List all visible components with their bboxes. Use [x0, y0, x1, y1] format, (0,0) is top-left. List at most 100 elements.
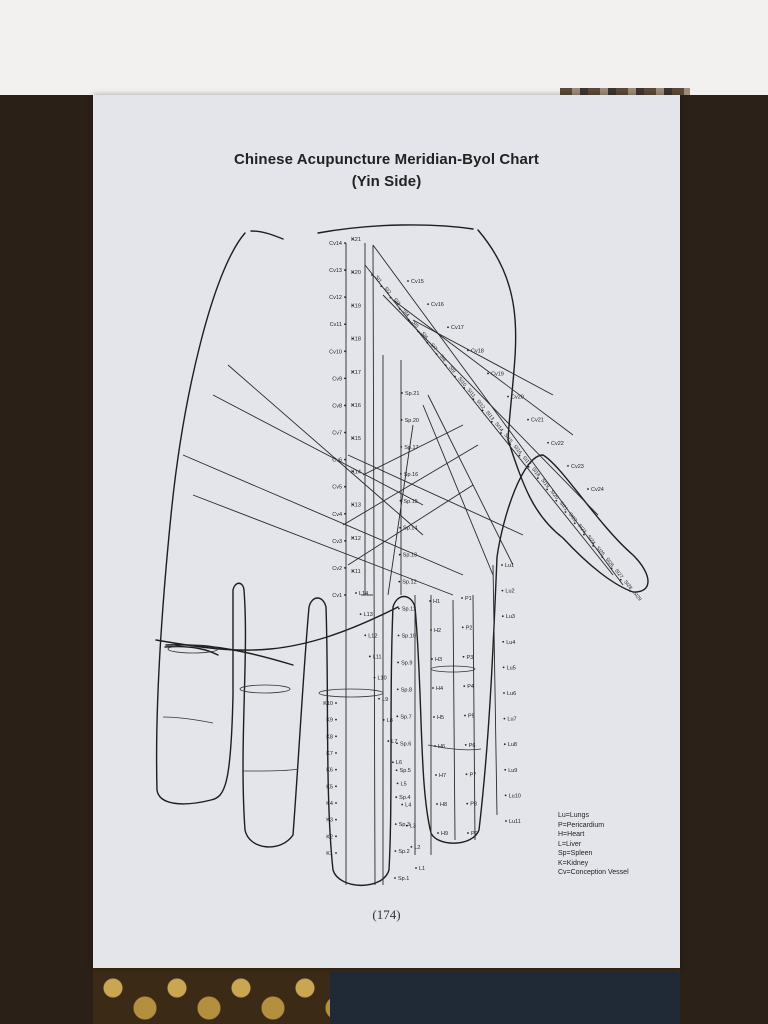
point-label: K3 [326, 818, 333, 824]
acupoint-dot [546, 488, 548, 491]
svg-text:SI12: SI12 [475, 399, 486, 411]
point-label: Sp.15 [403, 499, 417, 505]
svg-text:Lu6: Lu6 [507, 691, 516, 697]
acupoint-dot [444, 364, 447, 367]
acupoint-dot [398, 307, 401, 310]
svg-text:Cv14: Cv14 [329, 241, 342, 247]
acupoint-dot [527, 465, 530, 468]
acupoint-dot [335, 735, 337, 738]
acupoint-dot [430, 629, 432, 631]
point-label: SI27 [613, 568, 624, 580]
acupoint-dot [344, 350, 346, 353]
acupoint-dot [335, 818, 337, 821]
svg-text:Sp.14: Sp.14 [403, 526, 417, 532]
svg-text:Sp.5: Sp.5 [400, 768, 411, 774]
acupoint-dot [335, 768, 337, 771]
svg-text:Sp.10: Sp.10 [402, 634, 416, 640]
svg-text:SI20: SI20 [548, 489, 559, 501]
svg-text:L13: L13 [364, 612, 373, 618]
acupoint-dot [592, 544, 595, 547]
svg-text:L1: L1 [419, 866, 425, 872]
svg-text:L9: L9 [382, 697, 388, 703]
acupoint-dot [601, 556, 604, 559]
point-label: SI8 [438, 354, 447, 364]
svg-text:L10: L10 [377, 676, 386, 682]
acupoint-dot [335, 802, 337, 804]
svg-text:SI3: SI3 [392, 297, 401, 307]
acupoint-dot [583, 533, 585, 536]
acupoint-dot [344, 512, 346, 515]
acupoint-dot [368, 655, 371, 658]
svg-text:Cv3: Cv3 [332, 539, 342, 545]
acupoint-dot [394, 823, 397, 826]
point-label: P8 [470, 802, 477, 808]
svg-text:Sp.12: Sp.12 [402, 580, 416, 586]
point-label: Lu1 [505, 563, 514, 569]
svg-text:SI13: SI13 [484, 410, 495, 422]
acupoint-dot [619, 578, 622, 581]
acupoint-dot [527, 418, 529, 421]
svg-text:Lu10: Lu10 [509, 793, 521, 799]
acupoint-dot [344, 404, 346, 407]
acupoint-dot [417, 330, 419, 333]
svg-text:SI7: SI7 [429, 342, 438, 352]
svg-text:Cv12: Cv12 [329, 295, 342, 301]
point-label: K12 [351, 536, 361, 542]
point-label: Cv2 [332, 566, 342, 572]
svg-text:K9: K9 [326, 718, 333, 724]
svg-text:SI28: SI28 [622, 579, 633, 591]
point-label: K1 [326, 851, 333, 857]
point-label: SI10 [456, 376, 467, 388]
point-label: K19 [351, 303, 361, 309]
acupoint-dot [429, 600, 431, 602]
svg-text:L2: L2 [414, 845, 420, 851]
svg-text:Cv17: Cv17 [451, 325, 464, 331]
point-label: K17 [351, 370, 361, 376]
svg-text:Sp.8: Sp.8 [401, 687, 412, 693]
svg-text:Cv24: Cv24 [591, 487, 604, 493]
point-label: K7 [326, 751, 333, 757]
acupoint-dot [395, 769, 398, 772]
acupoint-dot [373, 676, 376, 679]
point-label: K18 [351, 337, 361, 343]
point-label: Cv4 [332, 512, 342, 518]
svg-text:P5: P5 [468, 714, 475, 720]
point-label: Cv9 [332, 376, 342, 382]
svg-text:Lu7: Lu7 [507, 717, 516, 723]
svg-text:SI9: SI9 [447, 365, 456, 375]
acupoint-dot [629, 590, 631, 592]
point-label: K6 [326, 768, 333, 774]
svg-text:H3: H3 [435, 657, 442, 663]
svg-text:K11: K11 [351, 569, 360, 575]
svg-text:L14: L14 [359, 591, 368, 597]
acupoint-dot [352, 470, 354, 473]
acupoint-dot [399, 499, 402, 502]
svg-text:Lu9: Lu9 [508, 768, 517, 774]
point-label: SI16 [512, 444, 523, 456]
svg-text:Cv6: Cv6 [332, 458, 342, 464]
acupoint-dot [344, 323, 346, 326]
acupoint-dot [394, 850, 397, 852]
svg-text:SI4: SI4 [401, 308, 410, 318]
acupoint-dot [463, 685, 466, 688]
point-label: SI6 [419, 331, 428, 341]
acupoint-dot [567, 464, 569, 467]
point-label: L9 [382, 697, 388, 703]
point-label: SI23 [576, 523, 587, 535]
acupoint-dot [502, 640, 505, 643]
acupoint-dot [335, 718, 337, 721]
point-label: SI22 [567, 512, 578, 524]
acupoint-dot [518, 454, 521, 457]
point-label: Sp.14 [403, 526, 417, 532]
svg-text:H8: H8 [440, 802, 447, 808]
acupoint-dot [399, 526, 401, 529]
point-label: SI1 [373, 275, 382, 285]
svg-text:Lu2: Lu2 [505, 589, 514, 595]
svg-text:Cv18: Cv18 [471, 348, 484, 354]
point-label: Lu8 [508, 742, 517, 748]
point-label: Sp.6 [400, 741, 411, 747]
svg-text:Lu1: Lu1 [505, 563, 514, 569]
point-label: L7 [391, 739, 397, 745]
acupoint-dot [397, 634, 400, 637]
point-label: SI5 [410, 320, 419, 330]
